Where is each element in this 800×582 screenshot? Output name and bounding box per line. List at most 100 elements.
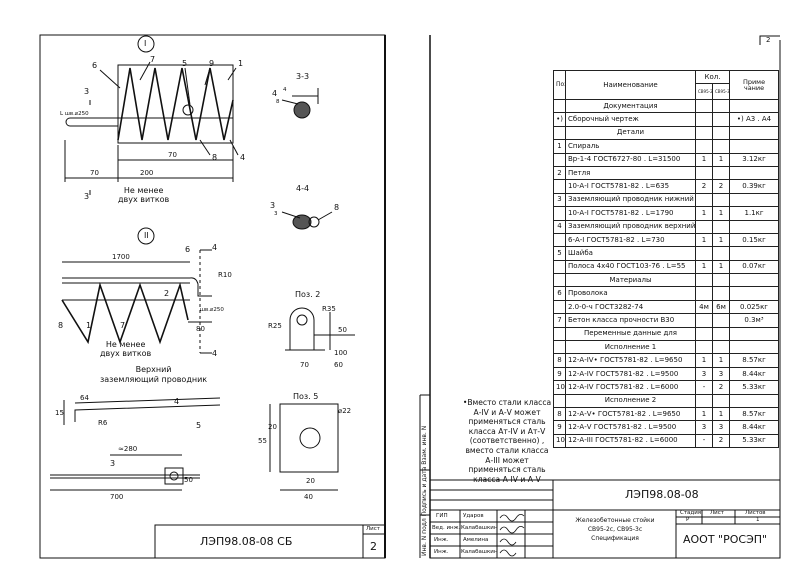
dim-700: 700 xyxy=(110,493,124,501)
spec-cell-pos xyxy=(553,393,566,408)
spec-cell-qty-a: 3 xyxy=(695,366,713,382)
section-4-4-label: 4-4 xyxy=(296,184,310,193)
spec-cell-name: Заземляющий проводник верхний xyxy=(565,219,696,234)
pos4-top xyxy=(74,397,221,404)
stamp-role-2: Вед. инж. xyxy=(432,525,461,531)
spec-cell-note: 8.44кг xyxy=(729,420,780,435)
dim-80: 80 xyxy=(196,325,205,333)
dim-50a: 50 xyxy=(338,326,347,334)
spec-cell-pos: 1 xyxy=(553,139,566,154)
spec-cell-qty-a xyxy=(695,125,713,141)
spec-cell-name: Материалы xyxy=(565,273,696,288)
spec-cell-pos: 10 xyxy=(553,380,566,395)
view1-washer xyxy=(182,104,194,116)
stamp-role-3: Инж. xyxy=(434,537,449,543)
spec-cell-qty-b: 6м xyxy=(711,299,731,315)
callout-3c: 3 xyxy=(270,201,276,210)
left-stamp-sheet-no: 2 xyxy=(370,540,377,553)
spec-cell-note xyxy=(729,286,780,301)
callout-8c: 8 xyxy=(334,203,340,212)
pos2-hole xyxy=(296,314,308,326)
dim-70a: 70 xyxy=(90,169,99,177)
spec-cell-pos: 9 xyxy=(553,420,566,435)
spec-cell-note: 8.44кг xyxy=(729,366,780,382)
spec-header-qty: Кол. xyxy=(694,69,731,85)
spec-cell-note xyxy=(729,219,780,234)
spec-cell-qty-a xyxy=(695,192,713,208)
leader-1 xyxy=(227,67,237,81)
spec-cell-qty-b xyxy=(711,313,731,328)
section33-bar xyxy=(293,101,311,119)
spec-cell-name: 12-А-IV ГОСТ5781-82 . L=6000 xyxy=(565,380,696,395)
spec-row: Переменные данные для xyxy=(553,326,780,342)
section44-leader-3 xyxy=(281,211,301,219)
callout-1: 1 xyxy=(238,59,244,68)
spec-cell-qty-a xyxy=(695,393,713,408)
not-less-label-1: Не менее двух витков xyxy=(118,186,170,204)
spec-cell-pos: 9 xyxy=(553,366,566,382)
callout-6: 6 xyxy=(92,61,98,70)
dim-50b: 50 xyxy=(184,476,193,484)
dim-60: 60 xyxy=(334,361,343,369)
pos2-loop xyxy=(289,307,315,350)
spec-header-name: Наименование xyxy=(565,70,696,100)
spec-cell-qty-b xyxy=(711,112,731,127)
dim-a3: 3 xyxy=(274,211,278,217)
right-stamp-code: ЛЭП98.08-08 xyxy=(625,488,699,501)
spec-cell-pos: 10 xyxy=(553,433,566,449)
section44-leader-8 xyxy=(317,211,333,221)
stamp-sheet-label: Лист xyxy=(710,510,724,516)
right-stamp-box xyxy=(429,479,781,559)
callout-6b: 6 xyxy=(185,245,191,254)
spec-cell-note: 5.33кг xyxy=(729,380,780,395)
spec-cell-qty-b: 2 xyxy=(711,380,731,395)
spec-cell-qty-a xyxy=(695,112,713,127)
spec-cell-note: 3.12кг xyxy=(729,152,780,167)
spec-cell-qty-b xyxy=(711,139,731,154)
view2-marker-circle xyxy=(137,227,155,245)
spec-cell-qty-a: 1 xyxy=(695,406,713,422)
stamp-stage: Р xyxy=(686,517,690,523)
dim-r35: R35 xyxy=(322,305,336,313)
spec-cell-note: 0.39кг xyxy=(729,179,780,194)
dim-r25: R25 xyxy=(268,322,282,330)
callout-4b: 4 xyxy=(272,89,278,98)
spec-header-row: Поз Наименование Кол. Приме чание xyxy=(553,69,780,100)
spec-cell-note: 0.3м³ xyxy=(729,313,780,328)
spec-row: Детали xyxy=(553,125,780,141)
spec-cell-name: 2.0-0-ч ГОСТ3282-74 xyxy=(565,299,696,315)
callout-2: 2 xyxy=(164,289,170,298)
dim-15: 15 xyxy=(55,409,64,417)
dim-shv: шв.⌀250 xyxy=(200,307,224,313)
spec-cell-note: 1.1кг xyxy=(729,206,780,221)
callout-1b: 1 xyxy=(86,321,92,330)
spec-cell-qty-b xyxy=(711,273,731,288)
spec-header-qty-b: СВ95-3с xyxy=(711,83,731,100)
spec-body: Документация•)Сборочный чертеж•) А3 . А4… xyxy=(553,98,780,449)
spec-cell-note: 0.15кг xyxy=(729,232,780,248)
section33-leader xyxy=(281,99,299,105)
dim-70c: 70 xyxy=(300,361,309,369)
spec-cell-pos: •) xyxy=(553,112,566,127)
spec-cell-qty-b: 1 xyxy=(711,152,731,167)
spec-cell-pos xyxy=(553,273,566,288)
section44-bar-a xyxy=(292,214,312,230)
callout-7: 7 xyxy=(150,55,156,64)
substitution-note: •Вместо стали класса А-IV и А-V может пр… xyxy=(462,398,552,484)
spec-cell-note xyxy=(729,340,780,355)
spec-row: •)Сборочный чертеж•) А3 . А4 xyxy=(553,112,780,127)
spec-cell-pos xyxy=(553,232,566,248)
spec-cell-pos: 5 xyxy=(553,246,566,261)
side-strip-label: Инв. N подл Подпись и дата Взам. инв. N xyxy=(421,425,428,556)
spec-cell-note xyxy=(729,165,780,181)
left-sheet-frame xyxy=(39,34,386,559)
spec-cell-qty-b: 1 xyxy=(711,406,731,422)
callout-4e: 4 xyxy=(212,349,218,358)
spec-cell-note: •) А3 . А4 xyxy=(729,112,780,127)
dim-l-shv: L шв.⌀250 xyxy=(60,111,89,117)
section-3-3-label: 3-3 xyxy=(296,72,310,81)
dim-20a: 20 xyxy=(268,423,277,431)
